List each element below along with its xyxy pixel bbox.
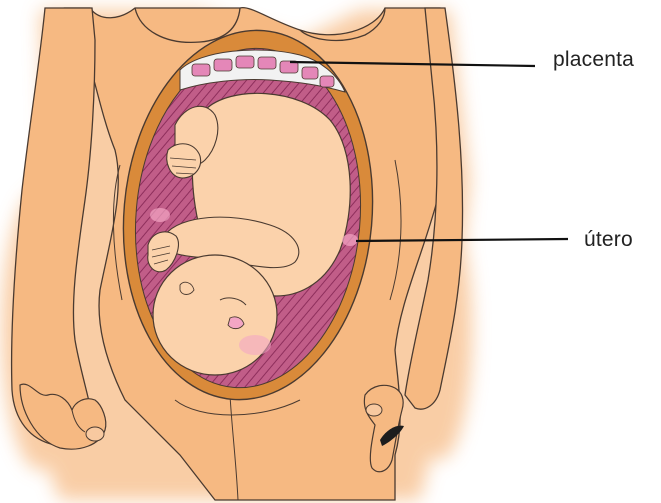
uterus-label: útero [584,228,633,252]
placenta-label: placenta [553,48,634,72]
